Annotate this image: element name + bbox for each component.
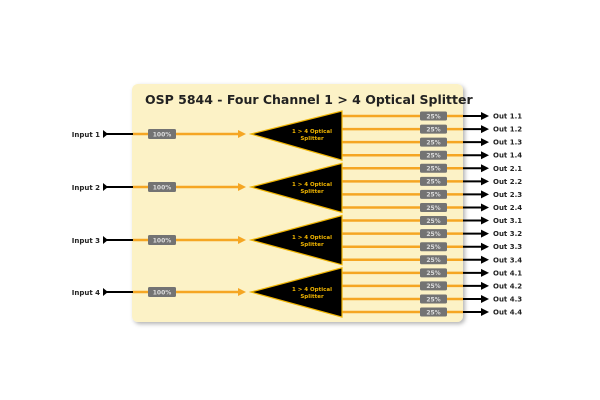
output-label: Out 3.3 [493,243,522,251]
input-connector-icon [103,130,108,138]
splitter-label: 1 > 4 Optical [292,129,332,135]
output-level: 25% [426,192,440,199]
output-level-badge [420,163,447,173]
output-arrow-icon [481,294,489,303]
output-level: 25% [426,153,440,160]
output-level-badge [420,111,447,121]
output-arrow-icon [481,177,489,186]
output-level: 25% [426,231,440,238]
output-level-badge [420,281,447,291]
output-label: Out 3.2 [493,230,522,238]
splitter-label: Splitter [300,136,324,142]
output-arrow-icon [481,242,489,251]
output-label: Out 4.3 [493,295,522,303]
output-arrow-icon [481,281,489,290]
output-level-badge [420,124,447,134]
output-level-badge [420,150,447,160]
input-level: 100% [153,290,172,297]
output-level-badge [420,255,447,265]
output-arrow-icon [481,255,489,264]
input-label: Input 2 [72,184,100,192]
panel [132,84,463,322]
output-level: 25% [426,244,440,251]
input-level-badge [148,182,176,192]
output-label: Out 2.3 [493,191,522,199]
output-arrow-icon [481,164,489,173]
output-level: 25% [426,179,440,186]
output-level-badge [420,137,447,147]
output-level: 25% [426,205,440,212]
arrow-icon [238,236,246,244]
output-label: Out 3.4 [493,256,522,264]
output-arrow-icon [481,203,489,212]
output-label: Out 4.4 [493,309,522,317]
input-connector-icon [103,236,108,244]
output-arrow-icon [481,308,489,317]
output-level-badge [420,189,447,199]
output-label: Out 1.4 [493,152,522,160]
output-level-badge [420,268,447,278]
output-level-badge [420,176,447,186]
output-arrow-icon [481,216,489,225]
input-level-badge [148,235,176,245]
output-level: 25% [426,126,440,133]
output-label: Out 2.4 [493,204,522,212]
input-level: 100% [153,132,172,139]
output-label: Out 4.1 [493,269,522,277]
splitter-triangle [248,162,343,214]
input-connector-icon [103,183,108,191]
input-label: Input 1 [72,131,100,139]
output-level: 25% [426,113,440,120]
input-connector-icon [103,288,108,296]
input-label: Input 3 [72,237,100,245]
output-arrow-icon [481,268,489,277]
input-level-badge [148,287,176,297]
output-label: Out 4.2 [493,282,522,290]
input-label: Input 4 [72,289,100,297]
output-level-badge [420,307,447,317]
output-arrow-icon [481,112,489,120]
splitter-label: Splitter [300,242,324,248]
output-arrow-icon [481,138,489,147]
splitter-triangle [248,214,343,266]
splitter-label: 1 > 4 Optical [292,182,332,188]
splitter-label: Splitter [300,294,324,300]
output-label: Out 2.2 [493,178,522,186]
output-label: Out 2.1 [493,165,522,173]
output-label: Out 3.1 [493,217,522,225]
splitter-triangle [248,267,343,318]
output-level: 25% [426,139,440,146]
output-arrow-icon [481,151,489,160]
splitter-label: Splitter [300,189,324,195]
output-level: 25% [426,166,440,173]
output-level-badge [420,202,447,212]
splitter-triangle [248,110,343,162]
output-level: 25% [426,257,440,264]
arrow-icon [238,183,246,191]
output-level-badge [420,242,447,252]
splitter-label: 1 > 4 Optical [292,287,332,293]
output-level: 25% [426,309,440,316]
output-arrow-icon [481,190,489,199]
input-level: 100% [153,238,172,245]
splitter-label: 1 > 4 Optical [292,235,332,241]
output-arrow-icon [481,125,489,134]
output-level: 25% [426,218,440,225]
output-level-badge [420,294,447,304]
arrow-icon [238,130,246,138]
output-level: 25% [426,283,440,290]
output-level-badge [420,229,447,239]
input-level-badge [148,129,176,139]
output-level-badge [420,216,447,226]
input-level: 100% [153,185,172,192]
output-label: Out 1.1 [493,113,522,121]
output-arrow-icon [481,229,489,238]
arrow-icon [238,288,246,296]
output-label: Out 1.3 [493,139,522,147]
diagram-title: OSP 5844 - Four Channel 1 > 4 Optical Sp… [145,92,473,107]
output-level: 25% [426,296,440,303]
output-level: 25% [426,270,440,277]
output-label: Out 1.2 [493,126,522,134]
